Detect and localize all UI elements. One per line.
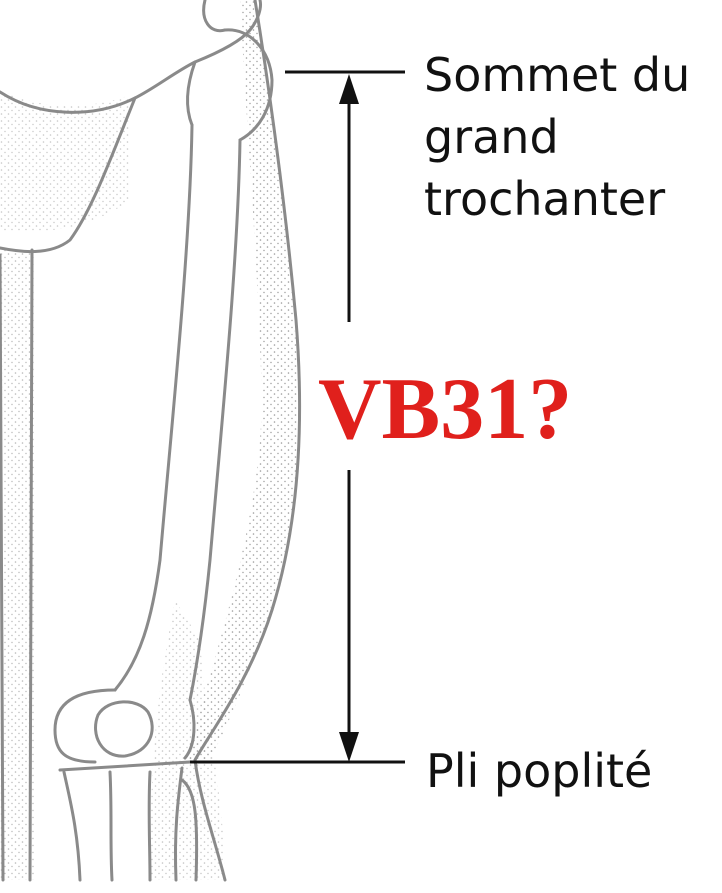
greater-trochanter-label-line3: trochanter <box>424 172 666 226</box>
greater-trochanter-label: Sommet du grand trochanter <box>424 44 690 230</box>
greater-trochanter-label-line2: grand <box>424 110 559 164</box>
greater-trochanter-label-line1: Sommet du <box>424 48 691 102</box>
measurement-guides <box>190 70 405 764</box>
acupoint-label: VB31? <box>318 361 573 458</box>
thigh-outline <box>0 0 302 882</box>
popliteal-crease-label: Pli poplité <box>426 744 653 798</box>
arrow-down-icon <box>339 732 359 762</box>
thigh-shading <box>0 0 301 880</box>
arrow-up-icon <box>339 74 359 104</box>
